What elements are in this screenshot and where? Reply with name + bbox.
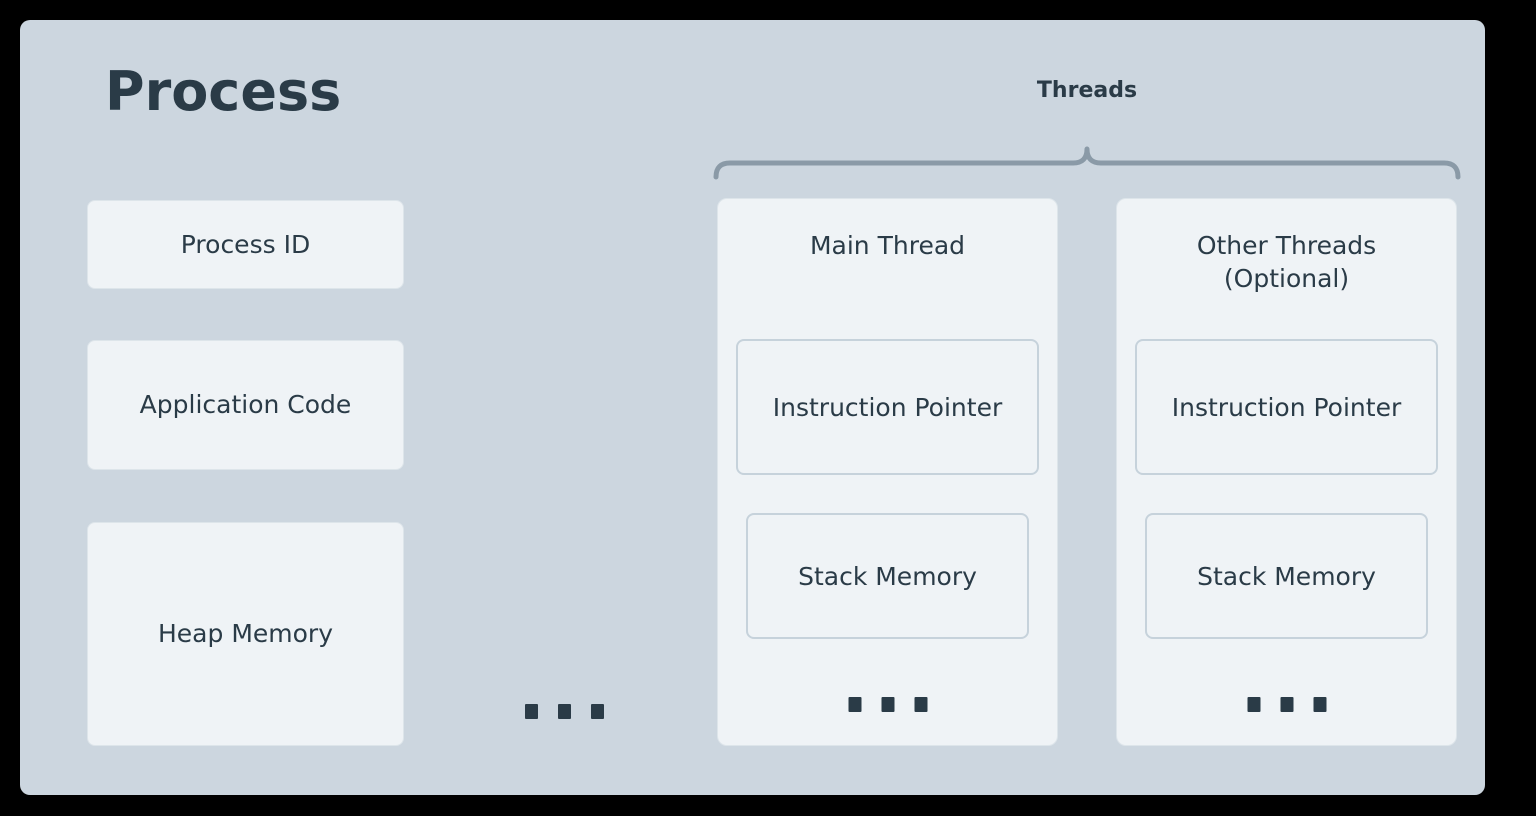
ellipsis-dot — [914, 697, 927, 712]
process-panel: Process Process ID Application Code Heap… — [20, 20, 1485, 795]
ellipsis-dot — [558, 704, 571, 719]
thread-column-title-line-2: (Optional) — [1223, 264, 1350, 293]
thread-column-title: Main Thread — [809, 231, 966, 260]
ellipsis-dot — [881, 697, 894, 712]
thread-item-instruction-pointer: Instruction Pointer — [1135, 339, 1438, 475]
process-attribute-application-code: Application Code — [87, 340, 404, 470]
ellipsis-dot — [1280, 697, 1293, 712]
process-attribute-label: Heap Memory — [158, 619, 333, 649]
thread-column-other-threads: Other Threads (Optional) Instruction Poi… — [1116, 198, 1457, 746]
thread-column-title: Other Threads (Optional) — [1117, 229, 1456, 295]
process-ellipsis-icon — [525, 704, 604, 719]
ellipsis-dot — [1313, 697, 1326, 712]
ellipsis-dot — [848, 697, 861, 712]
thread-item-label: Instruction Pointer — [1171, 392, 1402, 422]
thread-ellipsis-icon — [1247, 697, 1326, 712]
ellipsis-dot — [591, 704, 604, 719]
threads-group-label: Threads — [20, 78, 1536, 103]
ellipsis-dot — [1247, 697, 1260, 712]
thread-item-stack-memory: Stack Memory — [1145, 513, 1428, 639]
thread-item-stack-memory: Stack Memory — [746, 513, 1029, 639]
process-title: Process — [105, 60, 342, 123]
thread-item-instruction-pointer: Instruction Pointer — [736, 339, 1039, 475]
threads-brace-icon — [713, 146, 1461, 180]
ellipsis-dot — [525, 704, 538, 719]
threads-group-label-text: Threads — [1036, 78, 1138, 103]
process-attribute-heap-memory: Heap Memory — [87, 522, 404, 746]
thread-item-label: Stack Memory — [1197, 561, 1376, 591]
process-attribute-label: Process ID — [180, 229, 311, 259]
thread-column-main-thread: Main Thread Instruction Pointer Stack Me… — [717, 198, 1058, 746]
thread-item-label: Stack Memory — [798, 561, 977, 591]
thread-item-label: Instruction Pointer — [772, 392, 1003, 422]
thread-ellipsis-icon — [848, 697, 927, 712]
process-attribute-process-id: Process ID — [87, 200, 404, 289]
thread-column-title-line-1: Other Threads — [1196, 231, 1377, 260]
process-attribute-label: Application Code — [139, 390, 352, 420]
